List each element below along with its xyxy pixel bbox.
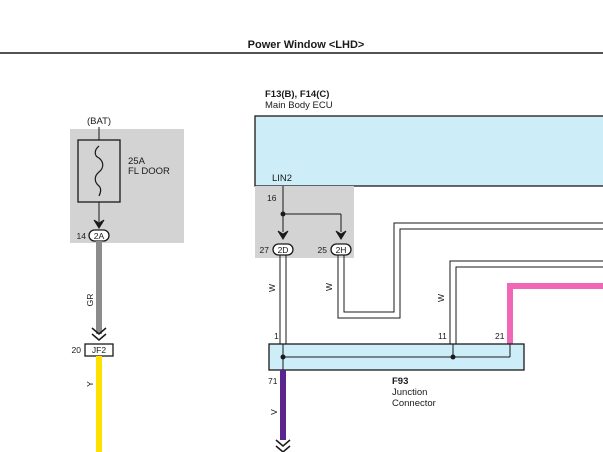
junction-splice-dot-2 (450, 354, 456, 360)
junction-pin-1: 1 (274, 331, 279, 341)
ecu-signal-label: LIN2 (272, 173, 292, 184)
connector-2d-label: 2D (278, 245, 289, 255)
junction-name-line2: Connector (392, 398, 436, 409)
fuse-area (70, 129, 184, 243)
jf2-label: JF2 (92, 345, 106, 355)
ecu-splice-dot (280, 211, 286, 217)
wire-v-label: V (269, 409, 279, 415)
wire-pink (507, 283, 603, 344)
wire-y-label: Y (85, 381, 95, 387)
connector-2h (330, 243, 352, 256)
connector-2d-pin: 27 (260, 245, 270, 255)
wire-w-3-label: W (436, 294, 446, 302)
junction-pin-11: 11 (438, 331, 447, 341)
connector-2a-arrow-icon (93, 219, 105, 229)
wire-gr-label: GR (85, 294, 95, 307)
diagram-title: Power Window <LHD> (248, 39, 365, 51)
junction-name-line1: Junction (392, 387, 427, 398)
connector-2h-pin: 25 (318, 245, 328, 255)
junction-pin-71: 71 (268, 376, 278, 386)
junction-id: F93 (392, 376, 408, 387)
ecu-box (254, 115, 603, 187)
wire-w-3 (449, 260, 603, 344)
wire-w-2 (337, 222, 603, 319)
fuse-name: FL DOOR (128, 166, 170, 177)
ecu-id: F13(B), F14(C) (265, 89, 329, 100)
wire-v-continue-chevron-icon (275, 439, 291, 452)
fuse-icon (94, 145, 104, 197)
fuse-source-label: (BAT) (87, 116, 111, 127)
junction-pin-21: 21 (495, 331, 505, 341)
connector-2d-arrow-icon (277, 230, 289, 240)
ecu-pin-16: 16 (267, 193, 277, 203)
connector-2d (272, 243, 294, 256)
connector-2a-pin: 14 (77, 231, 87, 241)
fuse-rating: 25A (128, 156, 146, 167)
connector-2a-label: 2A (94, 231, 105, 241)
connector-2h-label: 2H (336, 245, 347, 255)
wire-w-1 (279, 255, 287, 344)
connector-2h-arrow-icon (335, 230, 347, 240)
wire-w-2-label: W (324, 283, 334, 291)
jf2-pin: 20 (72, 345, 82, 355)
junction-splice-dot-1 (280, 354, 286, 360)
ecu-name: Main Body ECU (265, 100, 333, 111)
wire-w-1-label: W (267, 284, 277, 292)
wire-join-chevron-icon (91, 327, 107, 341)
